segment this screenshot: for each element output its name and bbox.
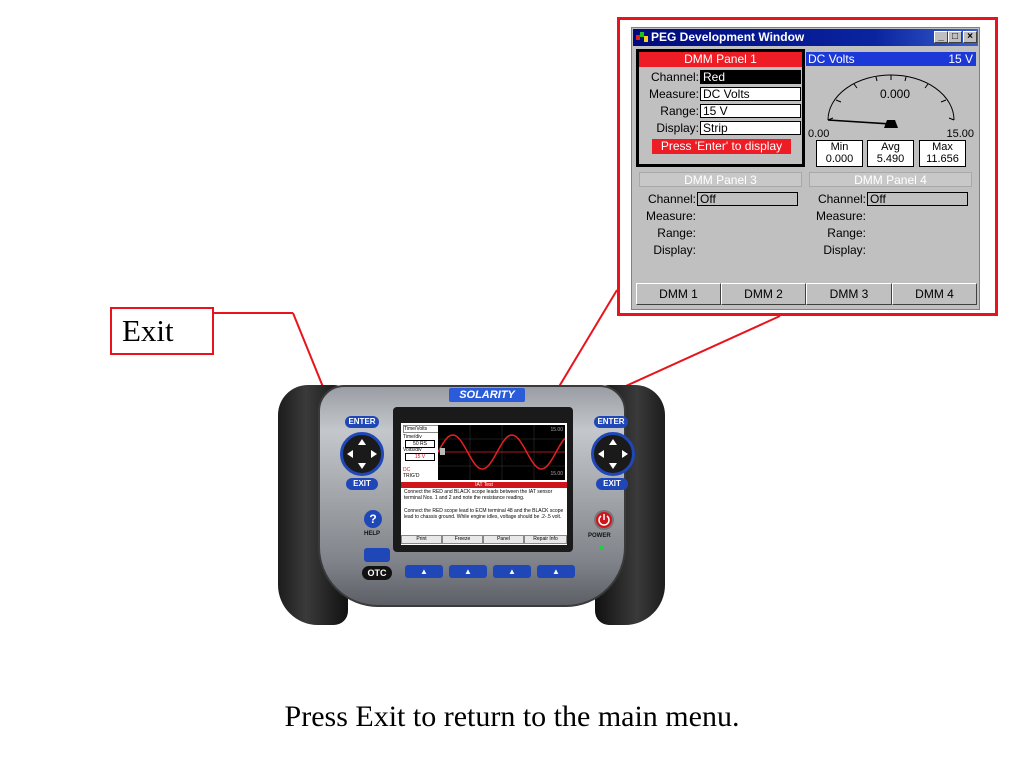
channel-field[interactable]: Off (867, 192, 968, 206)
enter-prompt: Press 'Enter' to display (652, 139, 791, 154)
tab-dmm-3[interactable]: DMM 3 (806, 283, 892, 305)
meter-mode: DC Volts (808, 52, 855, 66)
scale-max: 15.00 (946, 128, 974, 140)
analog-gauge (827, 74, 955, 128)
channel-field[interactable]: Off (697, 192, 798, 206)
measure-field[interactable]: DC Volts (700, 87, 801, 101)
softkey-freeze[interactable]: Freeze (442, 535, 483, 544)
left-dpad[interactable] (340, 432, 384, 476)
voltsdiv-value[interactable]: 15 V (405, 453, 435, 461)
minimize-button[interactable]: _ (934, 31, 948, 43)
instruction-2: Connect the RED scope lead to ECM termin… (404, 508, 564, 520)
scope-trace (438, 425, 565, 480)
close-button[interactable]: × (963, 31, 977, 43)
scope-scale-bottom: 15.00 (550, 471, 563, 477)
hard-softkey-2[interactable]: ▲ (449, 565, 487, 578)
hard-softkey-4[interactable]: ▲ (537, 565, 575, 578)
tab-dmm-1[interactable]: DMM 1 (636, 283, 721, 305)
dmm-panel-1-header: DMM Panel 1 (639, 52, 802, 67)
tab-dmm-2[interactable]: DMM 2 (721, 283, 806, 305)
screen-panel-title: Time/Volts (403, 425, 439, 433)
channel-field[interactable]: Red (700, 70, 801, 84)
power-symbol-icon (598, 514, 610, 526)
timediv-value[interactable]: 50 RS (405, 440, 435, 448)
test-title: IAT Test (401, 482, 567, 488)
device-screen: Time/Volts Time/div 50 RS Volts/div 15 V… (401, 423, 567, 545)
avg-stat-label: Avg (881, 141, 900, 153)
dmm-panel-1[interactable]: DMM Panel 1 Channel: Red Measure: DC Vol… (636, 49, 805, 167)
min-stat-value: 0.000 (825, 153, 854, 165)
help-icon[interactable]: ? (364, 510, 382, 528)
trig-label: TRIG'D (403, 473, 420, 479)
meter-reading: 0.000 (880, 87, 911, 101)
meter-range: 15 V (948, 52, 973, 66)
slide-caption: Press Exit to return to the main menu. (284, 700, 740, 733)
help-label: HELP (364, 531, 381, 537)
softkey-repair-info[interactable]: Repair Info (524, 535, 567, 544)
range-field[interactable]: 15 V (700, 104, 801, 118)
voltsdiv-label: Volts/div (403, 447, 422, 453)
max-stat-label: Max (932, 141, 953, 153)
display-label: Display: (653, 243, 696, 257)
right-enter-button[interactable]: ENTER (594, 416, 628, 428)
brand-logo: SOLARITY (449, 388, 525, 402)
display-label: Display: (656, 121, 699, 135)
gauge-needle (827, 119, 892, 125)
coupling-label: DC (403, 467, 411, 473)
channel-label: Channel: (650, 70, 699, 84)
window-titlebar[interactable]: PEG Development Window _ □ × (633, 29, 978, 46)
range-label: Range: (827, 226, 866, 240)
softkey-panel[interactable]: Panel (483, 535, 524, 544)
tab-dmm-4[interactable]: DMM 4 (892, 283, 977, 305)
display-label: Display: (823, 243, 866, 257)
hard-softkey-3[interactable]: ▲ (493, 565, 531, 578)
scale-min: 0.00 (808, 128, 830, 140)
dmm-tab-bar: DMM 1 DMM 2 DMM 3 DMM 4 (636, 283, 977, 305)
dpad-arrows-icon (598, 439, 628, 469)
window-title: PEG Development Window (651, 30, 805, 44)
peg-development-window: PEG Development Window _ □ × DMM Panel 1… (631, 27, 980, 310)
otc-logo: OTC (362, 566, 392, 580)
aux-button[interactable] (364, 548, 390, 562)
channel-label: Channel: (817, 192, 866, 206)
dpad-arrows-icon (347, 439, 377, 469)
app-icon (636, 32, 648, 42)
avg-stat: Avg 5.490 (867, 140, 914, 167)
dmm-panel-3-header: DMM Panel 3 (639, 172, 802, 187)
right-dpad[interactable] (591, 432, 635, 476)
power-led (599, 545, 604, 550)
avg-stat-value: 5.490 (876, 153, 905, 165)
measure-label: Measure: (815, 209, 866, 223)
power-icon[interactable] (594, 510, 614, 530)
min-stat-label: Min (830, 141, 849, 153)
exit-callout-label: Exit (122, 313, 174, 348)
max-stat-value: 11.656 (926, 153, 959, 165)
display-field[interactable]: Strip (700, 121, 801, 135)
softkey-print[interactable]: Print (401, 535, 442, 544)
range-label: Range: (657, 226, 696, 240)
exit-callout: Exit (110, 307, 214, 355)
dmm-panel-4-header: DMM Panel 4 (809, 172, 972, 187)
timediv-label: Time/div (403, 434, 422, 440)
right-exit-button[interactable]: EXIT (596, 478, 628, 490)
left-enter-button[interactable]: ENTER (345, 416, 379, 428)
hard-softkey-1[interactable]: ▲ (405, 565, 443, 578)
measure-label: Measure: (645, 209, 696, 223)
power-label: POWER (588, 533, 611, 539)
gauge-hub (884, 120, 898, 128)
gauge-ticks (827, 75, 955, 121)
left-exit-button[interactable]: EXIT (346, 478, 378, 490)
dmm-panel-2[interactable]: DC Volts 15 V 0.000 0.00 15.00 Min 0.000… (806, 49, 976, 167)
meter-header: DC Volts 15 V (806, 52, 976, 66)
dmm-panel-4[interactable]: DMM Panel 4 Channel: Off Measure: Range:… (806, 169, 976, 281)
scope-scale-top: 15.00 (550, 427, 563, 433)
instruction-1: Connect the RED and BLACK scope leads be… (404, 489, 553, 501)
measure-label: Measure: (648, 87, 699, 101)
dmm-panel-3[interactable]: DMM Panel 3 Channel: Off Measure: Range:… (636, 169, 805, 281)
max-stat: Max 11.656 (919, 140, 966, 167)
range-label: Range: (660, 104, 699, 118)
channel-label: Channel: (647, 192, 696, 206)
maximize-button[interactable]: □ (948, 31, 962, 43)
min-stat: Min 0.000 (816, 140, 863, 167)
